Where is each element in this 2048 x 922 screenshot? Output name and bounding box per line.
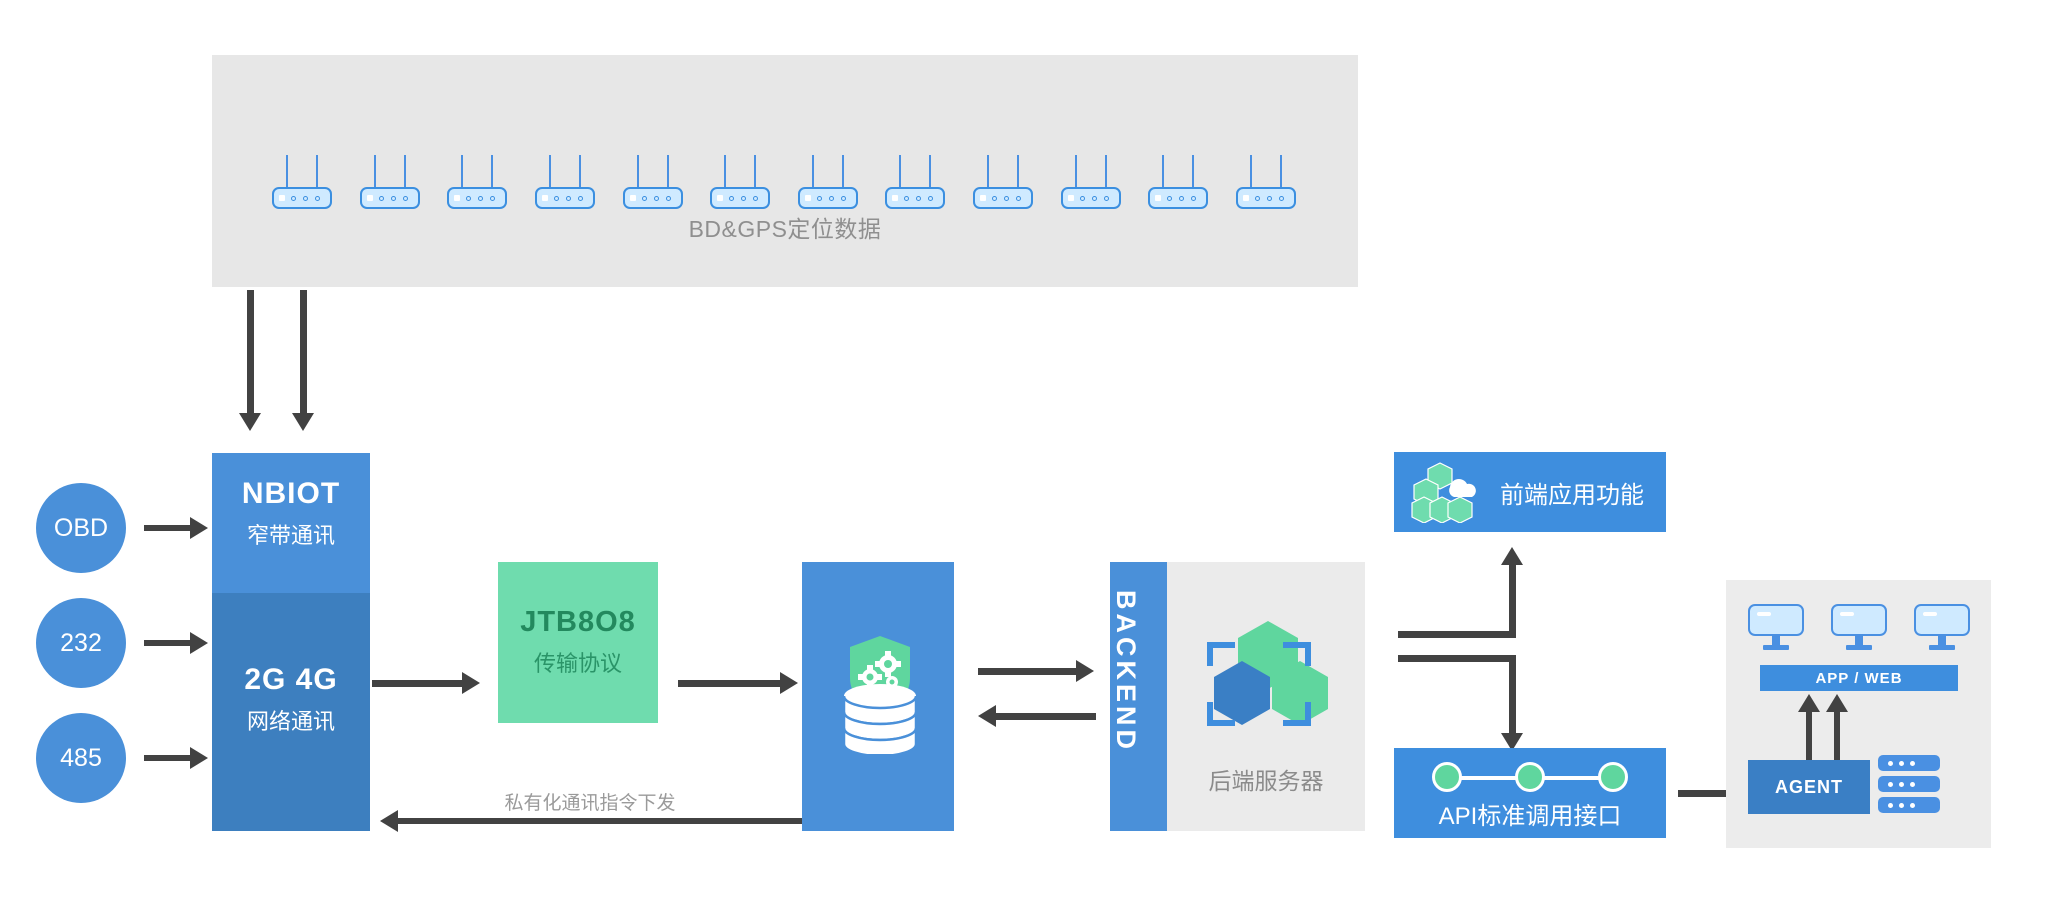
server-rack-icon — [1878, 755, 1940, 771]
arrow-api-to-agent-shaft — [1678, 790, 1736, 797]
bd-gps-banner: BD&GPS定位数据 — [212, 55, 1358, 287]
arrow-backend-to-api-vert — [1509, 655, 1516, 737]
input-label: 485 — [60, 743, 102, 772]
arrow-banner-to-comms-1-head — [239, 413, 261, 431]
arrow-backend-to-frontend-horiz — [1398, 631, 1516, 638]
server-rack-group — [1878, 755, 1940, 818]
router-icon — [1060, 155, 1123, 215]
backend-label: 后端服务器 — [1208, 768, 1324, 794]
comms-nbiot-title: NBIOT — [241, 477, 341, 510]
arrow-db-to-backend-head — [1076, 660, 1094, 682]
arrow-backend-to-db-shaft — [996, 713, 1096, 720]
monitor-icon — [1748, 604, 1804, 650]
arrow-232-shaft — [144, 640, 192, 646]
monitor-icon — [1831, 604, 1887, 650]
router-icon — [973, 155, 1035, 215]
monitor-row — [1748, 604, 1970, 650]
arrow-485-shaft — [144, 755, 192, 761]
api-block[interactable]: API标准调用接口 — [1394, 748, 1666, 838]
arrow-obd-shaft — [144, 525, 192, 531]
api-node — [1515, 762, 1545, 792]
router-icon — [710, 155, 772, 215]
database-shield-gears-icon — [842, 636, 918, 754]
protocol-title: JTB8O8 — [520, 606, 636, 638]
input-circle-485[interactable]: 485 — [36, 713, 126, 803]
arrow-agent-to-appweb-1-shaft — [1806, 708, 1812, 760]
arrow-protocol-to-db-head — [780, 672, 798, 694]
comms-nbiot-sub: 窄带通讯 — [246, 523, 335, 548]
router-icon — [534, 155, 597, 215]
feedback-label: 私有化通讯指令下发 — [504, 793, 676, 814]
router-icon — [1148, 155, 1210, 215]
router-icon — [797, 155, 860, 215]
appweb-bar[interactable]: APP / WEB — [1760, 665, 1958, 691]
arrow-backend-to-api-head — [1501, 733, 1523, 751]
api-node — [1432, 762, 1462, 792]
backend-bar-label: BACKEND — [1111, 590, 1141, 753]
arrow-backend-to-api-horiz — [1398, 655, 1516, 662]
comms-2g4g-section[interactable]: 2G 4G 网络通讯 — [212, 593, 370, 831]
banner-label: BD&GPS定位数据 — [688, 216, 882, 242]
router-device-row — [272, 155, 1298, 215]
hexagon-cluster-icon — [1207, 621, 1328, 726]
api-node — [1598, 762, 1628, 792]
router-icon — [885, 155, 947, 215]
database-block[interactable] — [802, 562, 954, 831]
monitor-icon — [1914, 604, 1970, 650]
router-icon — [622, 155, 685, 215]
comms-2g4g-title: 2G 4G — [244, 663, 338, 696]
cloud-cubes-icon — [1411, 462, 1476, 523]
backend-side-bar: BACKEND — [1110, 562, 1167, 831]
input-circle-232[interactable]: 232 — [36, 598, 126, 688]
protocol-sub: 传输协议 — [533, 651, 622, 676]
arrow-comms-to-protocol-head — [462, 672, 480, 694]
arrow-banner-to-comms-2-head — [292, 413, 314, 431]
arrow-backend-to-frontend-vert — [1509, 562, 1516, 638]
arrow-agent-to-appweb-2-head — [1826, 694, 1848, 712]
arrow-feedback-shaft — [398, 818, 802, 824]
input-circle-obd[interactable]: OBD — [36, 483, 126, 573]
arrow-backend-to-frontend-head — [1501, 547, 1523, 565]
server-rack-icon — [1878, 776, 1940, 792]
server-rack-icon — [1878, 797, 1940, 813]
arrow-protocol-to-db-shaft — [678, 680, 782, 687]
frontend-block[interactable]: 前端应用功能 — [1394, 452, 1666, 532]
agent-panel: APP / WEB AGENT — [1726, 580, 1991, 848]
arrow-485-head — [190, 747, 208, 769]
input-label: OBD — [53, 513, 109, 542]
router-icon — [272, 155, 334, 215]
router-icon — [359, 155, 422, 215]
comms-nbiot-section[interactable]: NBIOT 窄带通讯 — [212, 453, 370, 593]
arrow-comms-to-protocol-shaft — [372, 680, 464, 687]
arrow-agent-to-appweb-1-head — [1798, 694, 1820, 712]
comms-2g4g-sub: 网络通讯 — [246, 709, 335, 734]
router-icon — [1235, 155, 1298, 215]
api-label: API标准调用接口 — [1438, 803, 1622, 830]
arrow-agent-to-appweb-2-shaft — [1834, 708, 1840, 760]
node-chain-icon — [1432, 762, 1628, 792]
router-icon — [447, 155, 509, 215]
arrow-banner-to-comms-2-shaft — [300, 290, 307, 415]
agent-box[interactable]: AGENT — [1748, 760, 1870, 814]
arrow-banner-to-comms-1-shaft — [247, 290, 254, 415]
arrow-feedback-head — [380, 810, 398, 832]
frontend-label: 前端应用功能 — [1500, 481, 1644, 509]
arrow-db-to-backend-shaft — [978, 668, 1078, 675]
arrow-backend-to-db-head — [978, 705, 996, 727]
backend-block[interactable]: BACKEND 后端服务器 — [1110, 562, 1365, 831]
protocol-block[interactable]: JTB8O8 传输协议 — [498, 562, 658, 723]
input-label: 232 — [60, 628, 102, 657]
arrow-232-head — [190, 632, 208, 654]
arrow-obd-head — [190, 517, 208, 539]
communication-block[interactable]: NBIOT 窄带通讯 2G 4G 网络通讯 — [212, 453, 370, 831]
